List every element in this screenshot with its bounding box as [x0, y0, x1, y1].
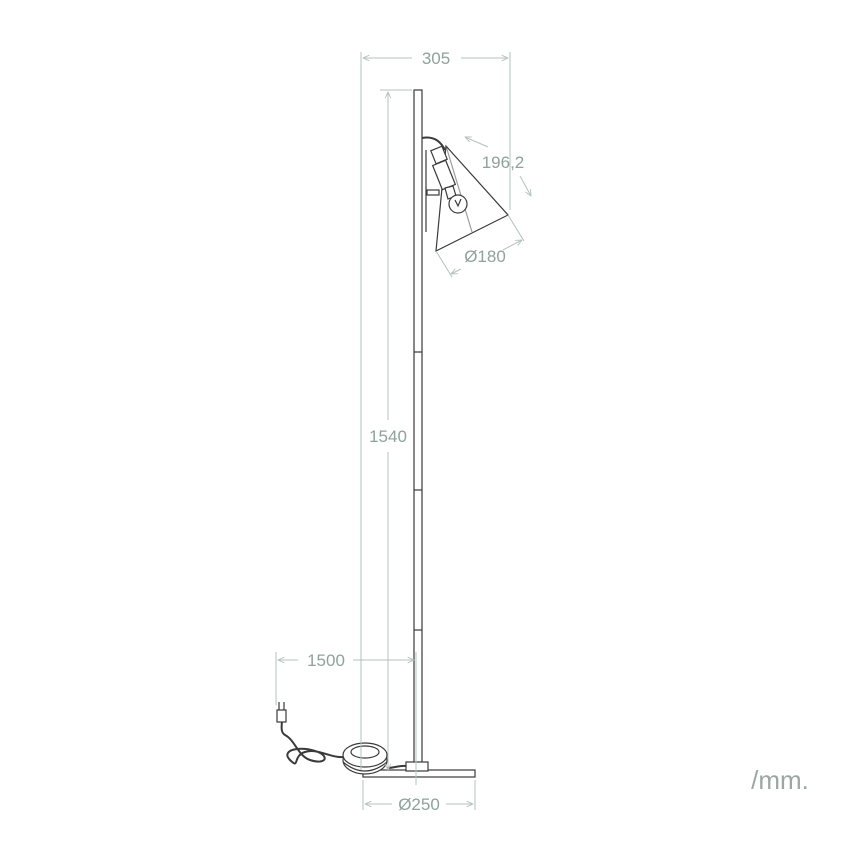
dimension-height: 1540 [369, 89, 412, 770]
dimension-label-height: 1540 [369, 427, 407, 446]
power-cable [276, 702, 407, 769]
unit-label: /mm. [751, 765, 809, 795]
dimension-cable-length: 1500 [275, 651, 417, 785]
dimension-label-shade-diameter: Ø180 [464, 247, 506, 266]
foot-switch [342, 742, 388, 775]
lamp-socket-bulb [430, 145, 468, 214]
dimension-shade-length: 196,2 [465, 137, 531, 196]
dimension-label-shade-length: 196,2 [482, 153, 525, 172]
plug-icon [276, 702, 287, 723]
dimension-label-total-width: 305 [422, 49, 450, 68]
dimension-total-width: 305 [360, 49, 511, 770]
dimension-label-cable-length: 1500 [307, 651, 345, 670]
dimension-base-diameter: Ø250 [362, 780, 476, 814]
lamp [276, 89, 509, 778]
lamp-pole [413, 89, 423, 773]
lamp-shade [435, 144, 509, 253]
lamp-arm [421, 136, 446, 232]
dimension-shade-diameter: Ø180 [435, 214, 525, 278]
dimension-label-base-diameter: Ø250 [398, 795, 440, 814]
